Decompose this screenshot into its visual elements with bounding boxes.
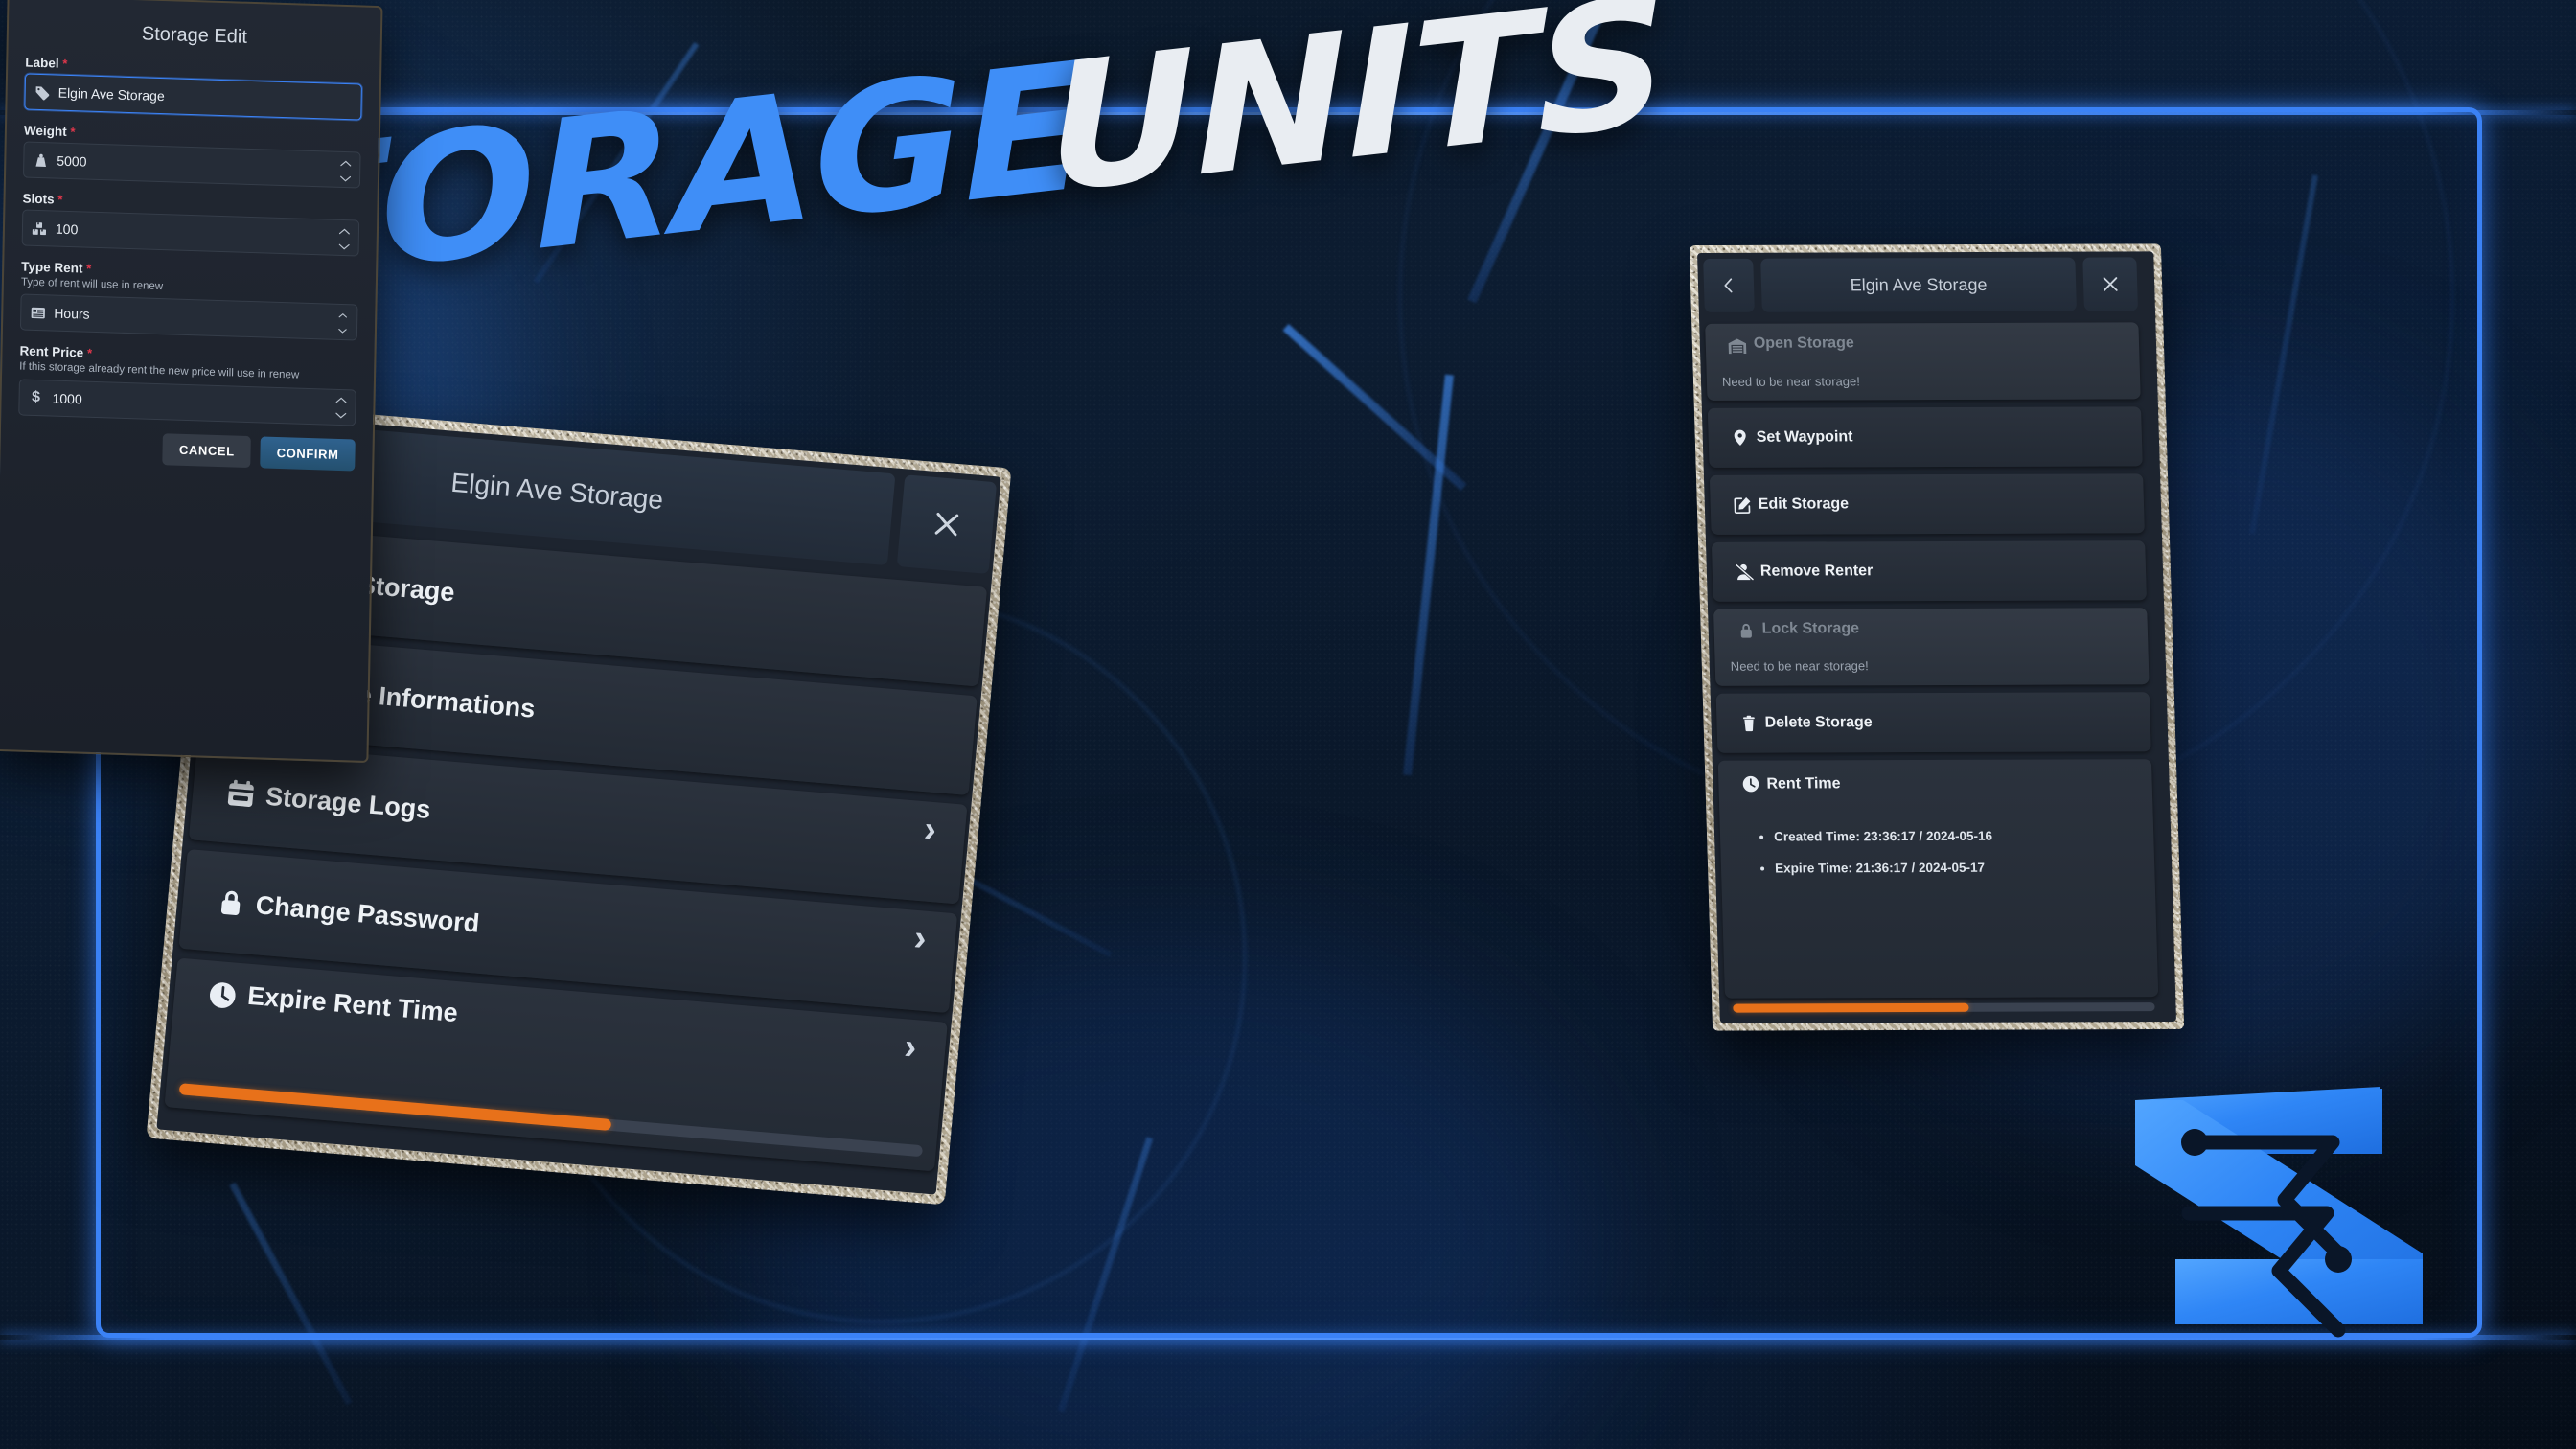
chevron-down-icon [338,243,350,250]
clock-icon [196,977,249,1013]
slots-stepper[interactable] [334,223,356,255]
left-menu-label: Storage Logs [264,781,432,824]
background-shard-3 [1403,374,1454,776]
slots-icon [23,219,56,237]
left-panel-close-button[interactable] [896,474,998,574]
rent-time-label: Rent Time [1766,774,1841,793]
chevron-up-icon [338,228,350,234]
weight-icon [24,151,57,169]
weight-field[interactable]: 5000 [22,141,361,189]
weight-stepper[interactable] [334,155,356,187]
calendar-icon [215,775,267,812]
lock-icon [1729,621,1762,641]
chevron-right-icon: › [902,1026,919,1069]
user-slash-icon [1728,562,1761,582]
label-field[interactable]: Elgin Ave Storage [24,73,362,121]
right-menu-label: Edit Storage [1758,495,1850,513]
right-menu-item-edit-storage[interactable]: Edit Storage [1709,473,2145,535]
type-rent-select[interactable]: Hours [19,293,358,341]
left-menu-item-change-password[interactable]: Change Password › [178,849,958,1014]
right-menu-item-set-waypoint[interactable]: Set Waypoint [1707,406,2143,468]
right-menu-item-delete-storage[interactable]: Delete Storage [1715,692,2151,753]
right-panel-title: Elgin Ave Storage [1850,274,1988,294]
right-menu-item-open-storage: Open Storage Need to be near storage! [1705,322,2141,401]
right-panel-rent-progress [1733,1002,1969,1013]
chevron-up-icon [338,313,347,318]
required-asterisk: * [86,346,93,361]
background-shard-8 [2249,174,2318,535]
trash-icon [1732,713,1765,733]
right-panel-titlebar: Elgin Ave Storage [1760,257,2077,312]
required-asterisk: * [70,125,76,140]
required-asterisk: * [86,261,92,276]
storage-menu-panel-right: Elgin Ave Storage Open Storage Need to b… [1689,243,2185,1031]
right-menu-label: Remove Renter [1760,563,1874,580]
chevron-up-icon [339,160,351,166]
brand-logo [2135,1062,2451,1349]
chevron-down-icon [337,329,347,334]
clock-icon [1734,774,1767,794]
left-menu-label: Change Password [254,889,481,938]
right-menu-item-remove-renter[interactable]: Remove Renter [1711,540,2147,602]
background-shard-2 [1282,324,1467,491]
right-menu-label: Open Storage [1753,334,1855,352]
type-rent-value: Hours [54,305,90,323]
right-menu-item-lock-storage: Lock Storage Need to be near storage! [1714,608,2150,686]
right-panel-back-button[interactable] [1703,258,1755,312]
rent-time-header: Rent Time [1734,772,2152,794]
type-rent-chevrons[interactable] [332,308,354,339]
left-menu-item-expire-rent-time[interactable]: Expire Rent Time › [164,957,948,1172]
right-menu-hint: Need to be near storage! [1721,373,1861,389]
left-menu-label: Expire Rent Time [246,980,460,1028]
dollar-icon: $ [31,388,41,405]
chevron-down-icon [334,412,346,419]
cancel-button[interactable]: CANCEL [162,432,252,468]
right-menu-label: Set Waypoint [1756,428,1853,446]
garage-icon [1721,335,1755,356]
rent-price-stepper[interactable] [330,392,352,424]
chevron-down-icon [339,175,351,182]
s-circuit-logo [2135,1087,2423,1338]
rent-price-value: 1000 [52,390,82,407]
background-shard-5 [229,1182,353,1406]
right-menu-hint: Need to be near storage! [1730,658,1869,674]
background-shard-6 [1057,1137,1154,1413]
weight-field-value: 5000 [57,152,87,170]
rent-time-entry: Expire Time: 21:36:17 / 2024-05-17 [1775,860,2142,876]
right-menu-label: Lock Storage [1761,620,1860,637]
rent-time-entry: Created Time: 23:36:17 / 2024-05-16 [1774,828,2141,844]
list-icon [21,304,54,321]
left-menu-item-storage-logs[interactable]: Storage Logs › [188,740,968,905]
close-icon [934,512,959,537]
lock-icon [205,885,258,921]
right-menu-rent-time-block: Rent Time Created Time: 23:36:17 / 2024-… [1717,759,2159,999]
chevron-up-icon [335,397,347,403]
chevron-left-icon [1724,278,1733,293]
right-panel-close-button[interactable] [2082,257,2138,311]
label-field-value: Elgin Ave Storage [58,84,165,104]
required-asterisk: * [58,192,63,207]
storage-edit-title: Storage Edit [141,23,248,48]
right-menu-label: Delete Storage [1764,714,1873,731]
rent-price-field[interactable]: $ 1000 [18,379,356,426]
left-panel-title: Elgin Ave Storage [449,467,665,516]
map-pin-icon [1723,427,1757,448]
required-asterisk: * [62,56,68,71]
slots-field-value: 100 [55,220,79,238]
chevron-right-icon: › [922,809,938,851]
slots-field[interactable]: 100 [21,209,360,257]
chevron-right-icon: › [912,917,929,959]
confirm-button[interactable]: CONFIRM [260,436,356,472]
pencil-square-icon [1725,494,1759,515]
title-word-units: UNITS [1043,0,1670,233]
tag-icon [26,83,58,101]
close-icon [2103,277,2118,291]
rent-time-entries: Created Time: 23:36:17 / 2024-05-16 Expi… [1759,828,2142,892]
storage-edit-actions: CANCEL CONFIRM [17,428,356,472]
storage-edit-dialog: Storage Edit Label * Elgin Ave Storage W… [0,0,383,764]
